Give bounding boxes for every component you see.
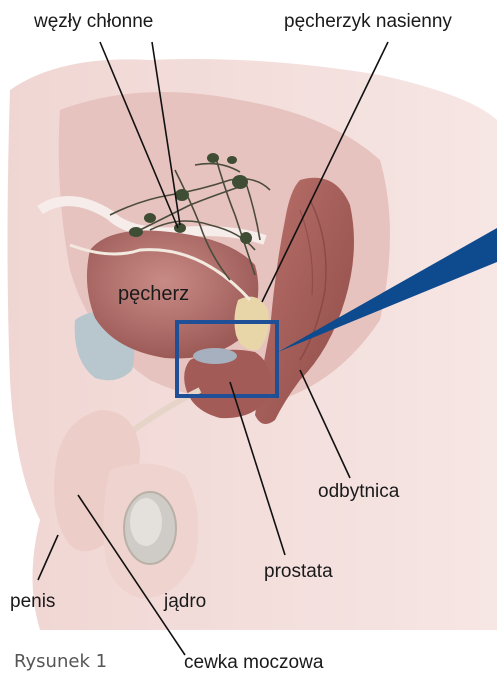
label-testis: jądro — [164, 592, 206, 611]
label-prostate: prostata — [264, 562, 333, 581]
label-penis: penis — [10, 592, 55, 611]
label-urethra: cewka moczowa — [184, 653, 323, 672]
label-seminal-vesicle: pęcherzyk nasienny — [284, 12, 452, 31]
label-rectum: odbytnica — [318, 482, 399, 501]
label-bladder: pęcherz — [118, 284, 189, 304]
label-lymph-nodes: węzły chłonne — [34, 12, 153, 31]
figure-caption: Rysunek 1 — [14, 653, 107, 671]
